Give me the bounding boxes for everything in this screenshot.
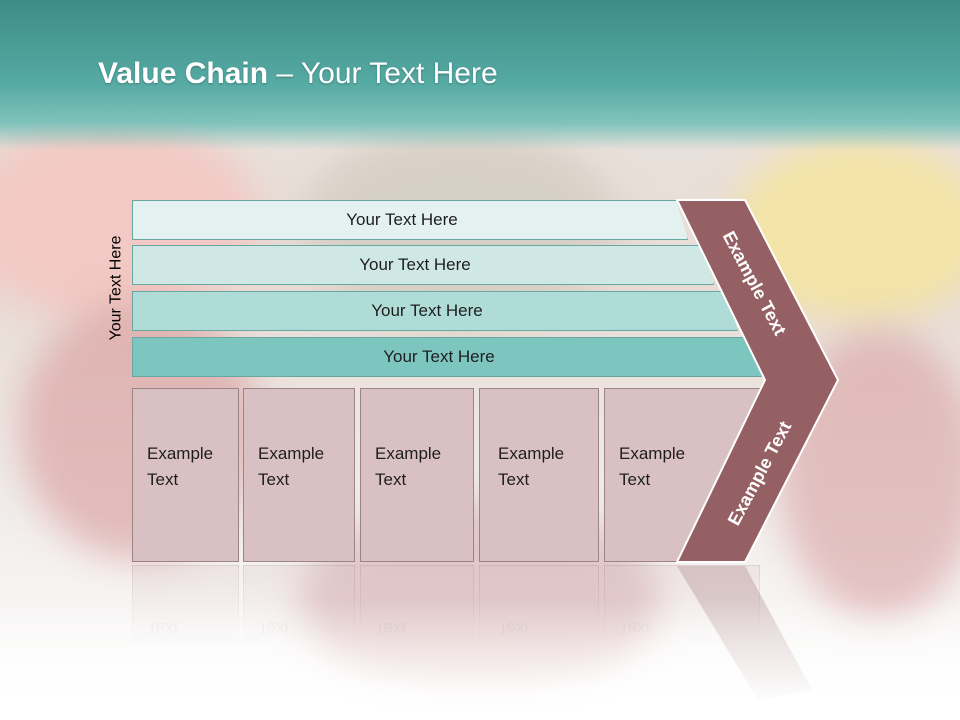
value-bar-3[interactable]: Your Text Here (132, 291, 738, 331)
value-bar-label: Your Text Here (346, 210, 458, 229)
slide-title: Value Chain – Your Text Here (98, 57, 498, 90)
bottom-fade (0, 600, 960, 720)
value-bar-1[interactable]: Your Text Here (132, 200, 688, 240)
value-bar-label: Your Text Here (383, 347, 495, 366)
value-bar-label: Your Text Here (371, 301, 483, 320)
header-band (0, 0, 960, 150)
value-bar-2[interactable]: Your Text Here (132, 245, 714, 285)
value-bar-label: Your Text Here (359, 255, 471, 274)
chevron-arrow-shape[interactable] (675, 199, 840, 563)
value-bar-4[interactable]: Your Text Here (132, 337, 762, 377)
